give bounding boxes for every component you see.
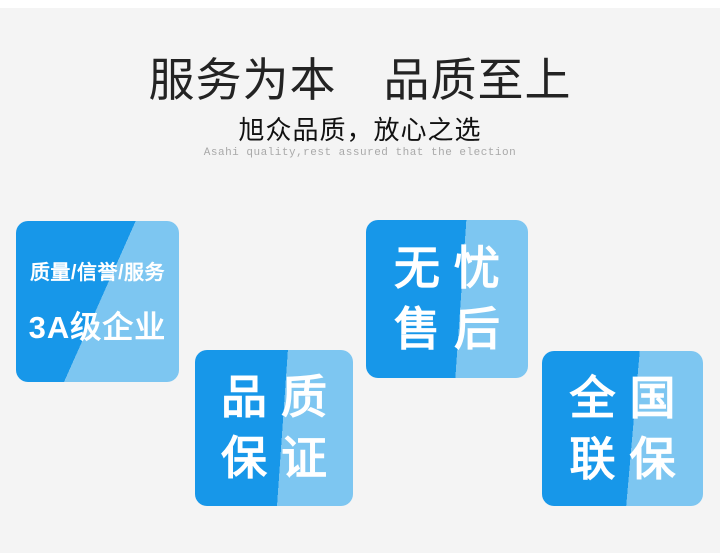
badge-3a-enterprise: 质量/信誉/服务 3A级企业 — [16, 221, 179, 382]
badge-quality-guarantee: 品质 保证 — [195, 350, 353, 506]
badge-worryfree-aftersales: 无忧 售后 — [366, 220, 528, 378]
badge-line: 全国 — [569, 371, 690, 424]
badge-line: 售后 — [394, 303, 514, 355]
badge-line: 保证 — [221, 432, 341, 484]
page-subtitle: 旭众品质，放心之选 — [238, 116, 482, 145]
badge-line: 联保 — [569, 432, 690, 485]
badge-line: 品质 — [221, 371, 341, 423]
badge-line: 3A级企业 — [28, 310, 167, 345]
page-title: 服务为本 品质至上 — [148, 54, 572, 106]
page-subtitle-english: Asahi quality,rest assured that the elec… — [203, 147, 517, 159]
badge-line: 无忧 — [394, 242, 514, 294]
badge-nationwide-warranty: 全国 联保 — [542, 351, 703, 506]
promo-panel: 服务为本 品质至上 旭众品质，放心之选 Asahi quality,rest a… — [0, 8, 720, 553]
badge-line: 质量/信誉/服务 — [29, 262, 166, 284]
